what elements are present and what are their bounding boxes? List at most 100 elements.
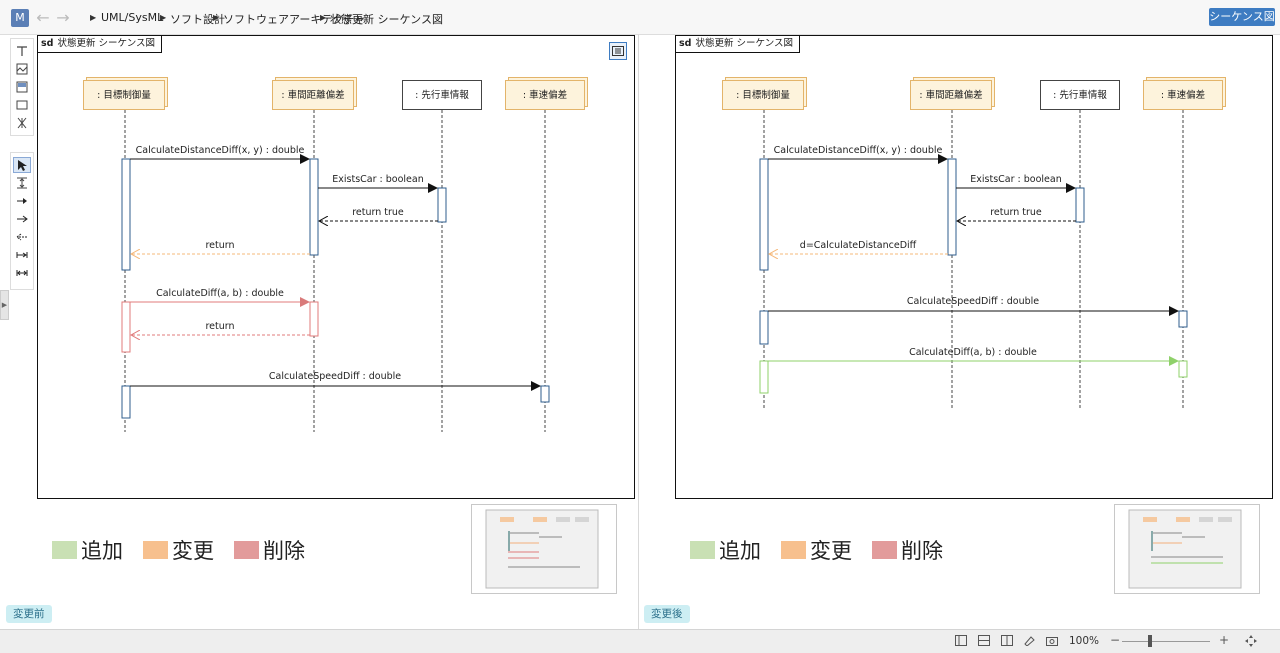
- forward-arrow-icon[interactable]: →: [56, 8, 70, 27]
- minimap-preview: [1128, 509, 1242, 589]
- overview-minimap[interactable]: [471, 504, 617, 594]
- lifeline-head[interactable]: : 先行車情報: [402, 80, 482, 110]
- lifeline-head[interactable]: : 車間距離偏差: [910, 80, 992, 110]
- select-tool-icon[interactable]: [13, 157, 31, 173]
- legend-changed: 変更: [781, 537, 852, 563]
- overview-minimap[interactable]: [1114, 504, 1260, 594]
- fragment-tool-icon[interactable]: [13, 79, 31, 95]
- activation-bar: [437, 187, 447, 223]
- activation-bar: [1075, 187, 1085, 223]
- activation-bar: [759, 310, 769, 345]
- legend-swatch: [234, 541, 259, 559]
- zoom-level: 100%: [1069, 635, 1100, 647]
- breadcrumb-item-current[interactable]: 状態更新 シーケンス図: [330, 13, 443, 26]
- activation-bar: [540, 385, 550, 403]
- activation-bar: [947, 158, 957, 256]
- message-label-deleted[interactable]: return: [205, 321, 235, 332]
- frame-title: 状態更新 シーケンス図: [57, 38, 156, 49]
- legend-swatch: [690, 541, 715, 559]
- zoom-slider-thumb[interactable]: [1148, 635, 1152, 647]
- message-label-changed[interactable]: d=CalculateDistanceDiff: [799, 240, 917, 251]
- message-label[interactable]: return true: [352, 207, 404, 218]
- box-tool-icon[interactable]: [13, 97, 31, 113]
- legend-label: 変更: [810, 539, 852, 563]
- zoom-in-button[interactable]: +: [1219, 633, 1230, 647]
- frame-title: 状態更新 シーケンス図: [695, 38, 794, 49]
- lifeline-lines: [124, 110, 546, 432]
- space-tool-icon[interactable]: [13, 175, 31, 191]
- lifeline-head[interactable]: : 車速偏差: [505, 80, 585, 110]
- layout-left-icon[interactable]: [954, 635, 968, 647]
- lifeline-head[interactable]: : 目標制御量: [83, 80, 165, 110]
- zoom-slider-track[interactable]: [1122, 641, 1210, 642]
- snapshot-icon[interactable]: [1045, 635, 1059, 647]
- sync-message-icon[interactable]: [13, 193, 31, 209]
- message-label[interactable]: ExistsCar : boolean: [970, 174, 1062, 185]
- activation-bar-added: [1178, 360, 1188, 378]
- activation-bar-deleted: [121, 301, 131, 353]
- message-label-added[interactable]: CalculateDiff(a, b) : double: [909, 347, 1037, 358]
- lost-found-icon[interactable]: [13, 265, 31, 281]
- pane-splitter[interactable]: [638, 34, 639, 629]
- layout-horizontal-icon[interactable]: [977, 635, 991, 647]
- activation-bar: [309, 158, 319, 256]
- legend-added: 追加: [52, 537, 123, 563]
- legend-deleted: 削除: [872, 537, 943, 563]
- breadcrumb-separator-icon: ▶: [90, 13, 97, 22]
- actor-tool-icon[interactable]: [13, 115, 31, 131]
- breadcrumb-separator-icon: ▶: [160, 13, 167, 22]
- diagram-type-button[interactable]: シーケンス図: [1209, 8, 1275, 26]
- shape-palette: [10, 38, 34, 136]
- message-label[interactable]: return true: [990, 207, 1042, 218]
- app-logo-icon[interactable]: M: [11, 9, 29, 27]
- pane-label-before: 変更前: [6, 605, 52, 623]
- frame-tool-icon[interactable]: [13, 61, 31, 77]
- async-message-icon[interactable]: [13, 211, 31, 227]
- connector-palette: [10, 152, 34, 290]
- status-bar: 100% − +: [0, 629, 1280, 653]
- lifeline-head[interactable]: : 車速偏差: [1143, 80, 1223, 110]
- fit-screen-icon[interactable]: [1244, 635, 1258, 647]
- activation-bar-added: [759, 360, 769, 394]
- minimap-preview: [485, 509, 599, 589]
- pane-label-after: 変更後: [644, 605, 690, 623]
- top-toolbar: [0, 0, 1280, 35]
- breadcrumb-item[interactable]: UML/SysML: [101, 11, 164, 24]
- legend-changed: 変更: [143, 537, 214, 563]
- expand-frame-icon[interactable]: [609, 42, 627, 60]
- legend-label: 削除: [901, 539, 943, 563]
- message-label[interactable]: CalculateSpeedDiff : double: [906, 296, 1040, 307]
- legend-swatch: [143, 541, 168, 559]
- message-label-changed[interactable]: return: [205, 240, 235, 251]
- create-message-icon[interactable]: [13, 247, 31, 263]
- breadcrumb-item[interactable]: ソフト設計: [170, 13, 225, 26]
- lifeline-head[interactable]: : 目標制御量: [722, 80, 804, 110]
- zoom-out-button[interactable]: −: [1110, 633, 1121, 647]
- reply-message-icon[interactable]: [13, 229, 31, 245]
- message-label[interactable]: CalculateSpeedDiff : double: [268, 371, 402, 382]
- activation-bar: [1178, 310, 1188, 328]
- lifeline-head[interactable]: : 車間距離偏差: [272, 80, 354, 110]
- frame-kind: sd: [41, 38, 54, 49]
- legend-swatch: [781, 541, 806, 559]
- legend-swatch: [872, 541, 897, 559]
- activation-bar: [121, 385, 131, 419]
- activation-bar: [121, 158, 131, 271]
- layout-vertical-icon[interactable]: [1000, 635, 1014, 647]
- lifeline-head[interactable]: : 先行車情報: [1040, 80, 1120, 110]
- message-label-deleted[interactable]: CalculateDiff(a, b) : double: [156, 288, 284, 299]
- message-label[interactable]: CalculateDistanceDiff(x, y) : double: [773, 145, 943, 156]
- palette-collapse-handle[interactable]: ▶: [0, 290, 9, 320]
- text-tool-icon[interactable]: [13, 43, 31, 59]
- message-label[interactable]: CalculateDistanceDiff(x, y) : double: [135, 145, 305, 156]
- legend-label: 追加: [719, 539, 761, 563]
- paint-icon[interactable]: [1022, 635, 1036, 647]
- legend-label: 追加: [81, 539, 123, 563]
- back-arrow-icon[interactable]: ←: [36, 8, 50, 27]
- activation-bar: [759, 158, 769, 271]
- message-label[interactable]: ExistsCar : boolean: [332, 174, 424, 185]
- breadcrumb-item[interactable]: ソフトウェアアーキテクチャ: [223, 13, 366, 26]
